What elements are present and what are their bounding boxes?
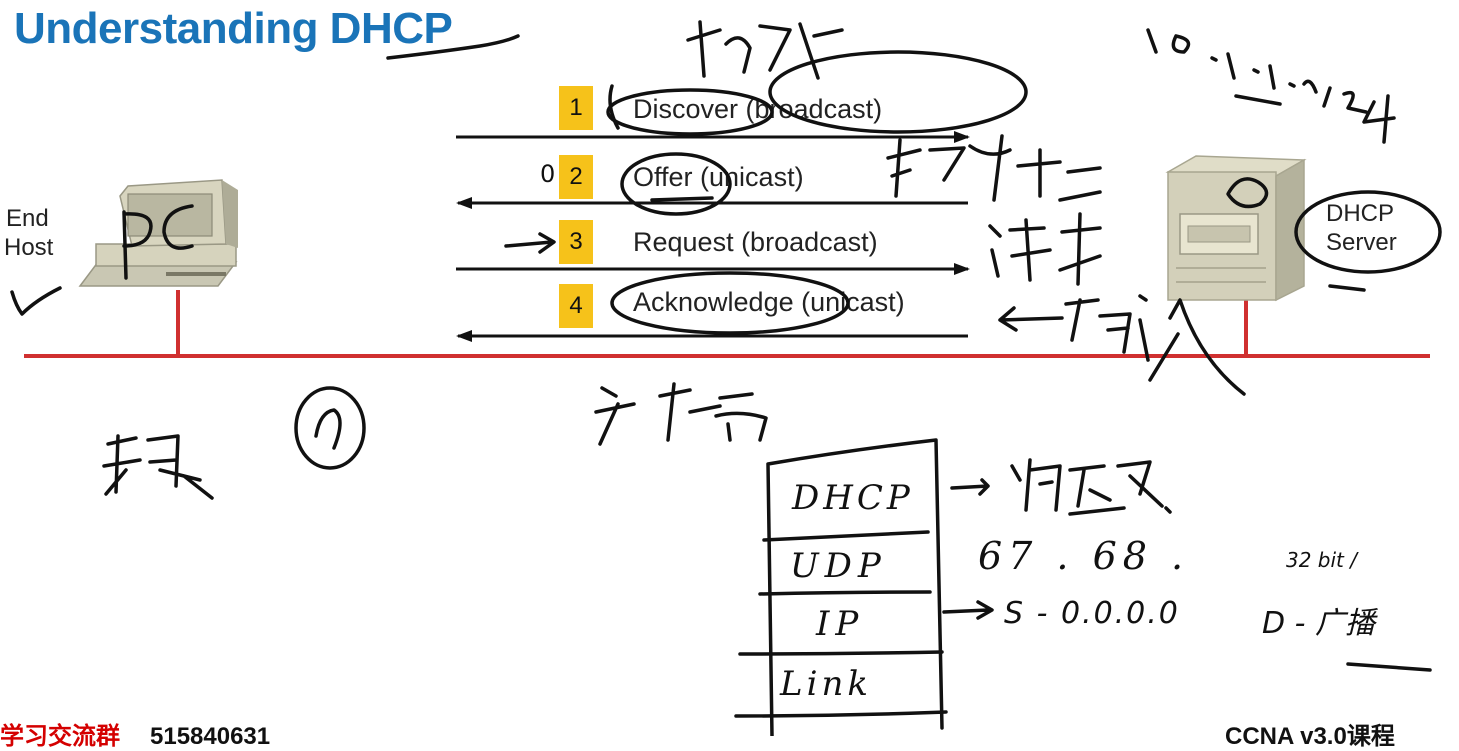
ink-check	[10, 286, 62, 316]
ink-pc	[122, 204, 194, 280]
ink-zu	[102, 434, 214, 500]
footer-group-info: 学习交流群 515840631	[0, 716, 270, 751]
acknowledge-label: Acknowledge (unicast)	[633, 287, 905, 317]
ink-guangbo	[594, 382, 768, 446]
stack-layer-udp: UDP	[790, 546, 887, 586]
request-label: Request (broadcast)	[633, 227, 878, 257]
footer-group-label: 学习交流群	[0, 723, 120, 750]
dhcp-server-label: DHCP Server	[1326, 200, 1397, 256]
ink-bits-note: 32 bit /	[1286, 548, 1357, 572]
ink-source-ip-note: S - 0.0.0.0	[1004, 596, 1180, 631]
stack-box	[766, 438, 944, 736]
footer-group-number: 515840631	[150, 723, 271, 750]
server-label-circle	[1294, 190, 1442, 274]
step-3-badge: 3	[559, 220, 593, 264]
step-1-badge: 1	[559, 86, 593, 130]
ink-ports-note: 67 . 68 .	[978, 534, 1190, 578]
page-title: Understanding DHCP	[14, 4, 453, 53]
ink-zero	[294, 386, 366, 470]
ink-server-ip	[1146, 28, 1396, 144]
ink-qingqiu	[988, 212, 1102, 286]
discover-circle	[606, 88, 774, 136]
offer-circle	[620, 152, 732, 216]
step-4-badge: 4	[559, 284, 593, 328]
ink-offer-zero: 0	[540, 160, 556, 188]
title-underline	[386, 34, 520, 60]
acknowledge-circle	[610, 271, 850, 335]
ink-wangduan	[1010, 458, 1172, 514]
end-host-label: End Host	[4, 205, 54, 261]
step-2-badge: 2	[559, 155, 593, 199]
ink-tigong	[886, 134, 1102, 202]
ink-confirm-arrow	[998, 306, 1064, 332]
ink-dest-note: D - 广播	[1262, 606, 1375, 641]
tower-server-icon	[1165, 155, 1307, 302]
broadcast-circle	[768, 50, 1028, 134]
desktop-pc-icon	[78, 179, 238, 287]
stack-layer-dhcp: DHCP	[792, 478, 914, 518]
stack-layer-ip: IP	[816, 604, 865, 644]
stack-layer-link: Link	[780, 664, 872, 704]
ink-queren	[1064, 294, 1246, 396]
footer-course-label: CCNA v3.0课程	[1225, 723, 1395, 750]
